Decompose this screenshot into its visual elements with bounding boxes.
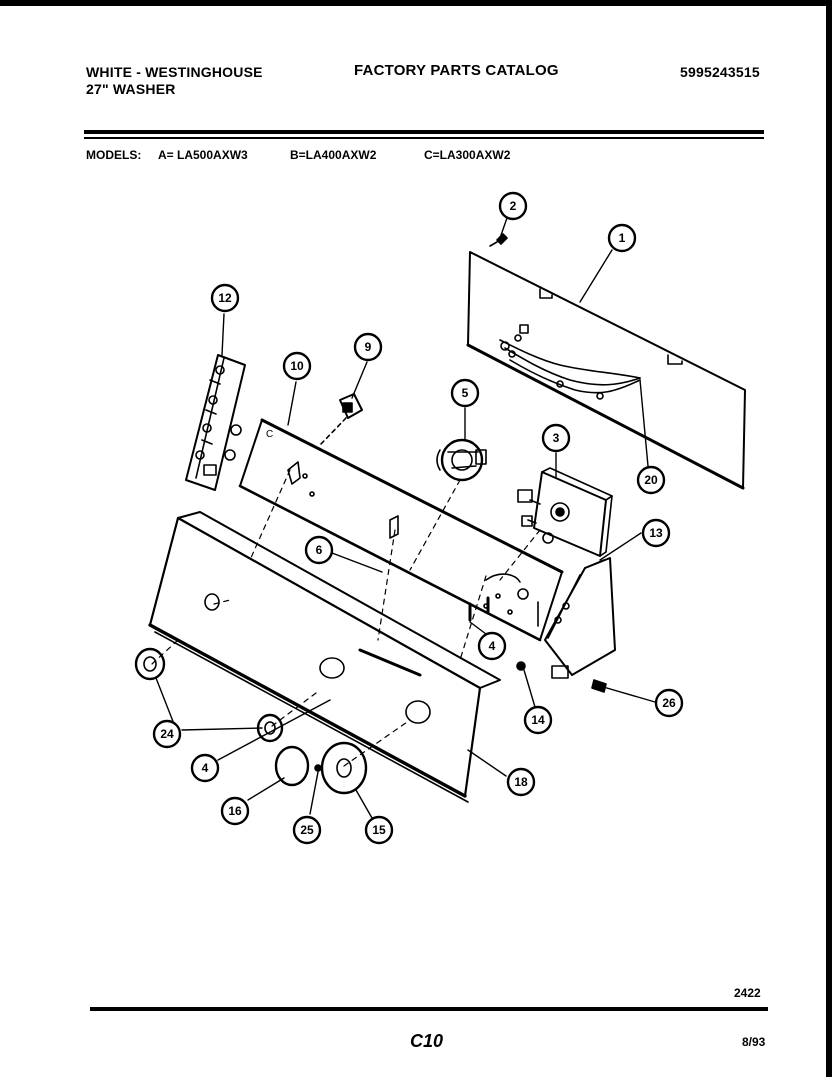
callout-4-upper: 4 <box>477 631 507 661</box>
callout-5: 5 <box>450 378 480 408</box>
callout-20: 20 <box>636 465 666 495</box>
brand-title: WHITE - WESTINGHOUSE <box>86 64 263 80</box>
selector-knob-part <box>274 745 310 787</box>
page-border-top <box>0 0 832 6</box>
models-label: MODELS: <box>86 148 142 162</box>
model-c: C=LA300AXW2 <box>424 148 511 162</box>
svg-text:4: 4 <box>202 761 209 775</box>
callout-2: 2 <box>498 191 528 221</box>
svg-text:6: 6 <box>316 543 323 557</box>
svg-text:13: 13 <box>649 526 663 540</box>
callout-1: 1 <box>607 223 637 253</box>
page-border-right <box>826 0 832 1077</box>
svg-text:3: 3 <box>553 431 560 445</box>
timer-dial-part <box>320 741 368 795</box>
svg-text:20: 20 <box>644 473 658 487</box>
rear-panel-part <box>466 251 746 490</box>
callout-3: 3 <box>541 423 571 453</box>
callout-15: 15 <box>364 815 394 845</box>
product-title: 27" WASHER <box>86 81 176 97</box>
svg-text:5: 5 <box>462 386 469 400</box>
panel-marking: C <box>266 429 273 440</box>
drawing-number: 2422 <box>734 986 761 1000</box>
callout-16: 16 <box>220 796 250 826</box>
revision-date: 8/93 <box>742 1035 766 1049</box>
callout-12: 12 <box>210 283 240 313</box>
clip-part <box>314 764 322 772</box>
callout-25: 25 <box>292 815 322 845</box>
svg-text:10: 10 <box>290 359 304 373</box>
footer-rule <box>90 1007 768 1011</box>
lamp-socket-part <box>516 661 607 693</box>
pressure-switch-part <box>436 438 487 482</box>
header-rule-thin <box>84 137 764 139</box>
callout-6: 6 <box>304 535 334 565</box>
callout-10: 10 <box>282 351 312 381</box>
callout-18: 18 <box>506 767 536 797</box>
model-b: B=LA400AXW2 <box>290 148 377 162</box>
svg-text:26: 26 <box>662 696 676 710</box>
svg-text:18: 18 <box>514 775 528 789</box>
switch-part <box>319 393 363 446</box>
svg-text:14: 14 <box>531 713 545 727</box>
catalog-title: FACTORY PARTS CATALOG <box>354 62 559 79</box>
svg-text:15: 15 <box>372 823 386 837</box>
right-end-cap-part <box>544 557 616 676</box>
svg-text:25: 25 <box>300 823 314 837</box>
left-bracket-part <box>185 354 246 491</box>
callout-13: 13 <box>641 518 671 548</box>
callout-9: 9 <box>353 332 383 362</box>
callout-24: 24 <box>152 719 182 749</box>
page-number: C10 <box>410 1031 444 1051</box>
svg-text:2: 2 <box>510 199 517 213</box>
timer-part <box>517 467 613 557</box>
callout-26: 26 <box>654 688 684 718</box>
svg-text:12: 12 <box>218 291 232 305</box>
svg-text:1: 1 <box>619 231 626 245</box>
screw-part <box>489 233 508 247</box>
model-a: A= LA500AXW3 <box>158 148 248 162</box>
svg-text:4: 4 <box>489 639 496 653</box>
svg-text:9: 9 <box>365 340 372 354</box>
catalog-number: 5995243515 <box>680 64 760 80</box>
svg-text:24: 24 <box>160 727 174 741</box>
knob-part-a <box>134 647 166 681</box>
svg-text:16: 16 <box>228 804 242 818</box>
callout-4-lower: 4 <box>190 753 220 783</box>
header-rule-thick <box>84 130 764 134</box>
callout-14: 14 <box>523 705 553 735</box>
